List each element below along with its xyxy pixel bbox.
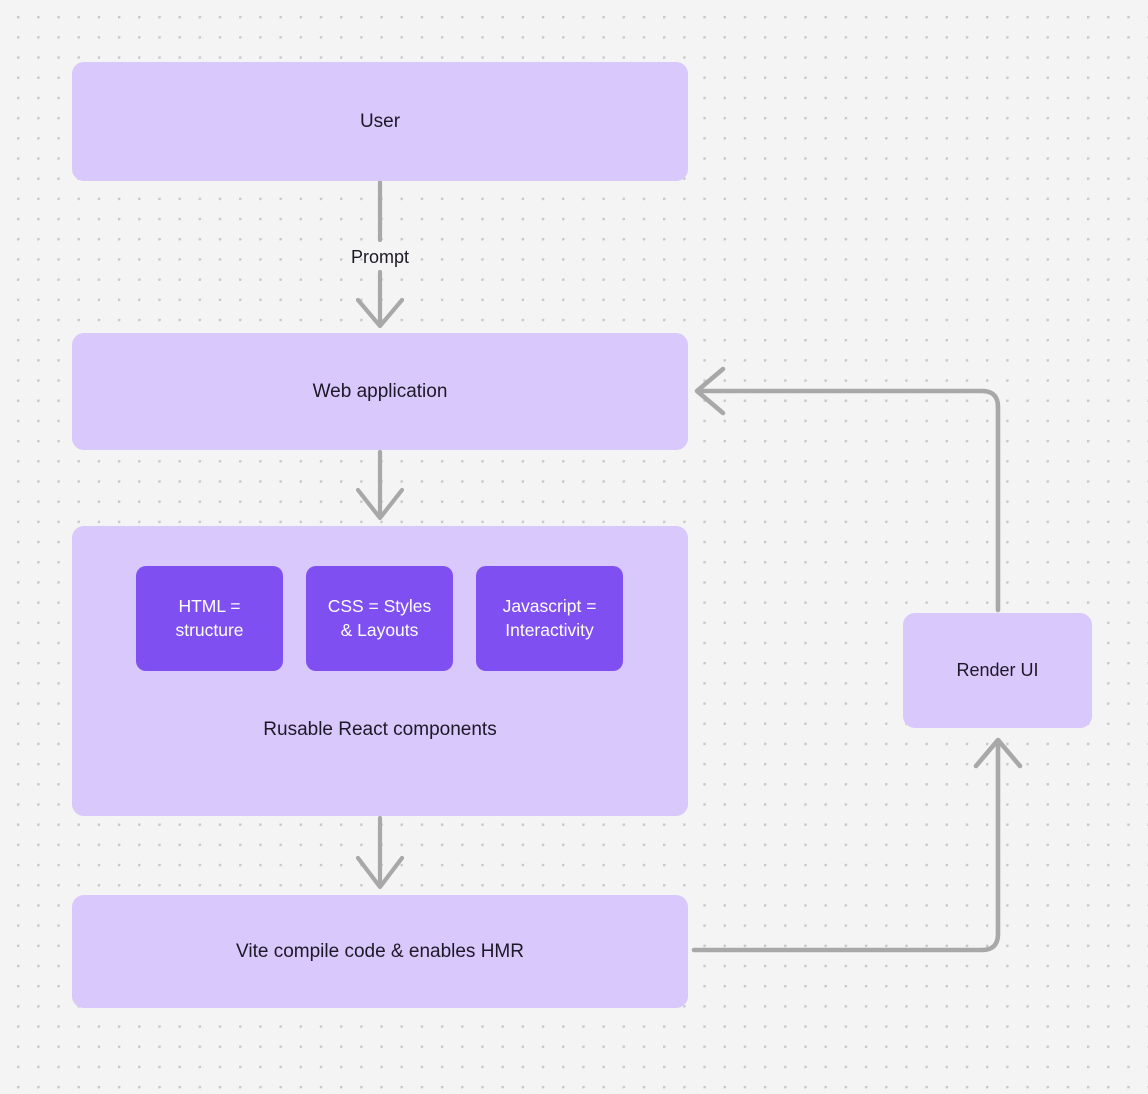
node-web-application[interactable]: Web application	[72, 333, 688, 450]
node-render-ui[interactable]: Render UI	[903, 613, 1092, 728]
edge-components-to-vite	[355, 815, 405, 890]
node-css-label-line2: & Layouts	[340, 619, 419, 640]
node-user[interactable]: User	[72, 62, 688, 181]
node-javascript-label-line1: Javascript =	[502, 595, 597, 616]
node-html-label-line1: HTML =	[178, 595, 241, 616]
node-javascript-label-line2: Interactivity	[505, 619, 594, 640]
edge-render-to-webapp	[694, 366, 1001, 613]
node-css-label-line1: CSS = Styles	[327, 595, 432, 616]
node-vite-label: Vite compile code & enables HMR	[236, 940, 524, 962]
node-user-label: User	[359, 110, 401, 132]
edge-label-prompt: Prompt	[350, 246, 410, 267]
node-html[interactable]: HTML = structure	[136, 566, 283, 671]
node-web-application-label: Web application	[312, 380, 448, 402]
node-css[interactable]: CSS = Styles & Layouts	[306, 566, 453, 671]
node-html-label-line2: structure	[175, 619, 244, 640]
node-vite[interactable]: Vite compile code & enables HMR	[72, 895, 688, 1008]
node-render-ui-label: Render UI	[956, 660, 1039, 681]
node-javascript[interactable]: Javascript = Interactivity	[476, 566, 623, 671]
node-html-label: HTML = structure	[175, 595, 243, 642]
edge-vite-to-render	[691, 737, 1023, 953]
node-components-caption: Rusable React components	[263, 719, 497, 741]
edge-webapp-to-components	[355, 449, 405, 521]
node-css-label: CSS = Styles & Layouts	[328, 595, 432, 642]
node-javascript-label: Javascript = Interactivity	[503, 595, 597, 642]
